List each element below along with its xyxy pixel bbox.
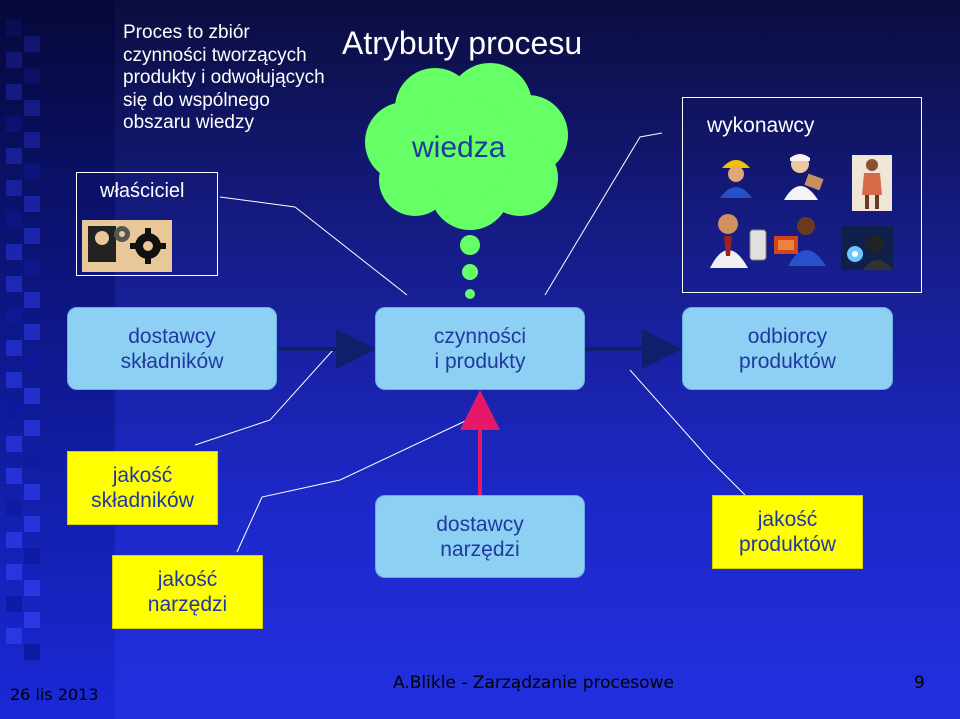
decor-square: [6, 180, 22, 196]
decor-square: [6, 148, 22, 164]
decor-square: [24, 612, 40, 628]
decor-square: [6, 244, 22, 260]
line-performers: [544, 132, 663, 296]
quality-components-box: jakość składników: [67, 451, 218, 525]
recipients-products-box: odbiorcy produktów: [682, 307, 893, 390]
decor-square: [24, 644, 40, 660]
suppliers-components-box: dostawcy składników: [67, 307, 277, 390]
decor-square: [24, 68, 40, 84]
decor-square: [24, 164, 40, 180]
decor-square: [6, 404, 22, 420]
decor-square: [6, 116, 22, 132]
suppliers-tools-box: dostawcy narzędzi: [375, 495, 585, 578]
decor-square: [6, 372, 22, 388]
decor-square: [24, 452, 40, 468]
decor-square: [24, 292, 40, 308]
line-owner: [219, 196, 408, 296]
decor-square: [6, 436, 22, 452]
decor-square: [6, 532, 22, 548]
decor-square: [24, 420, 40, 436]
mechanic-icon: [774, 217, 826, 266]
line-quality-components: [194, 349, 334, 446]
decor-square: [24, 484, 40, 500]
businesswoman-icon: [852, 155, 892, 211]
knowledge-label: wiedza: [412, 131, 506, 164]
decor-square: [6, 500, 22, 516]
line-quality-tools: [236, 414, 479, 553]
slide-title: Atrybuty procesu: [342, 25, 583, 61]
process-definition: Proces to zbiór czynności tworzących pro…: [123, 22, 325, 133]
decor-square: [6, 340, 22, 356]
decor-square: [6, 52, 22, 68]
decor-square: [24, 516, 40, 532]
decor-square: [6, 84, 22, 100]
decor-square: [24, 548, 40, 564]
welder-icon: [841, 226, 893, 270]
decor-square: [6, 276, 22, 292]
quality-products-box: jakość produktów: [712, 495, 863, 569]
decor-square: [24, 356, 40, 372]
office-worker-icon: [710, 214, 767, 268]
decor-square: [24, 228, 40, 244]
gears-icon: [82, 220, 172, 272]
decor-square: [6, 20, 22, 36]
footer-author: A.Blikle - Zarządzanie procesowe: [393, 673, 674, 693]
decor-square: [6, 596, 22, 612]
performers-frame: [682, 97, 922, 293]
worker-icon: [720, 160, 752, 198]
engineer-icon: [784, 154, 824, 200]
decor-square: [24, 132, 40, 148]
owner-label: właściciel: [100, 180, 185, 202]
decor-square: [6, 308, 22, 324]
decor-square: [6, 212, 22, 228]
decor-square: [24, 580, 40, 596]
decor-square: [6, 564, 22, 580]
decor-square: [24, 324, 40, 340]
line-quality-products: [629, 369, 746, 496]
footer-page-number: 9: [914, 673, 925, 693]
decor-square: [24, 260, 40, 276]
activities-products-box: czynności i produkty: [375, 307, 585, 390]
decor-square: [24, 36, 40, 52]
performers-label: wykonawcy: [707, 114, 815, 137]
decor-square: [6, 468, 22, 484]
quality-tools-box: jakość narzędzi: [112, 555, 263, 629]
owner-frame: [76, 172, 218, 276]
decor-square: [24, 100, 40, 116]
decor-square: [24, 196, 40, 212]
footer-date: 26 lis 2013: [10, 685, 99, 704]
decor-square: [24, 388, 40, 404]
knowledge-cloud: [365, 63, 568, 299]
decor-square: [6, 628, 22, 644]
